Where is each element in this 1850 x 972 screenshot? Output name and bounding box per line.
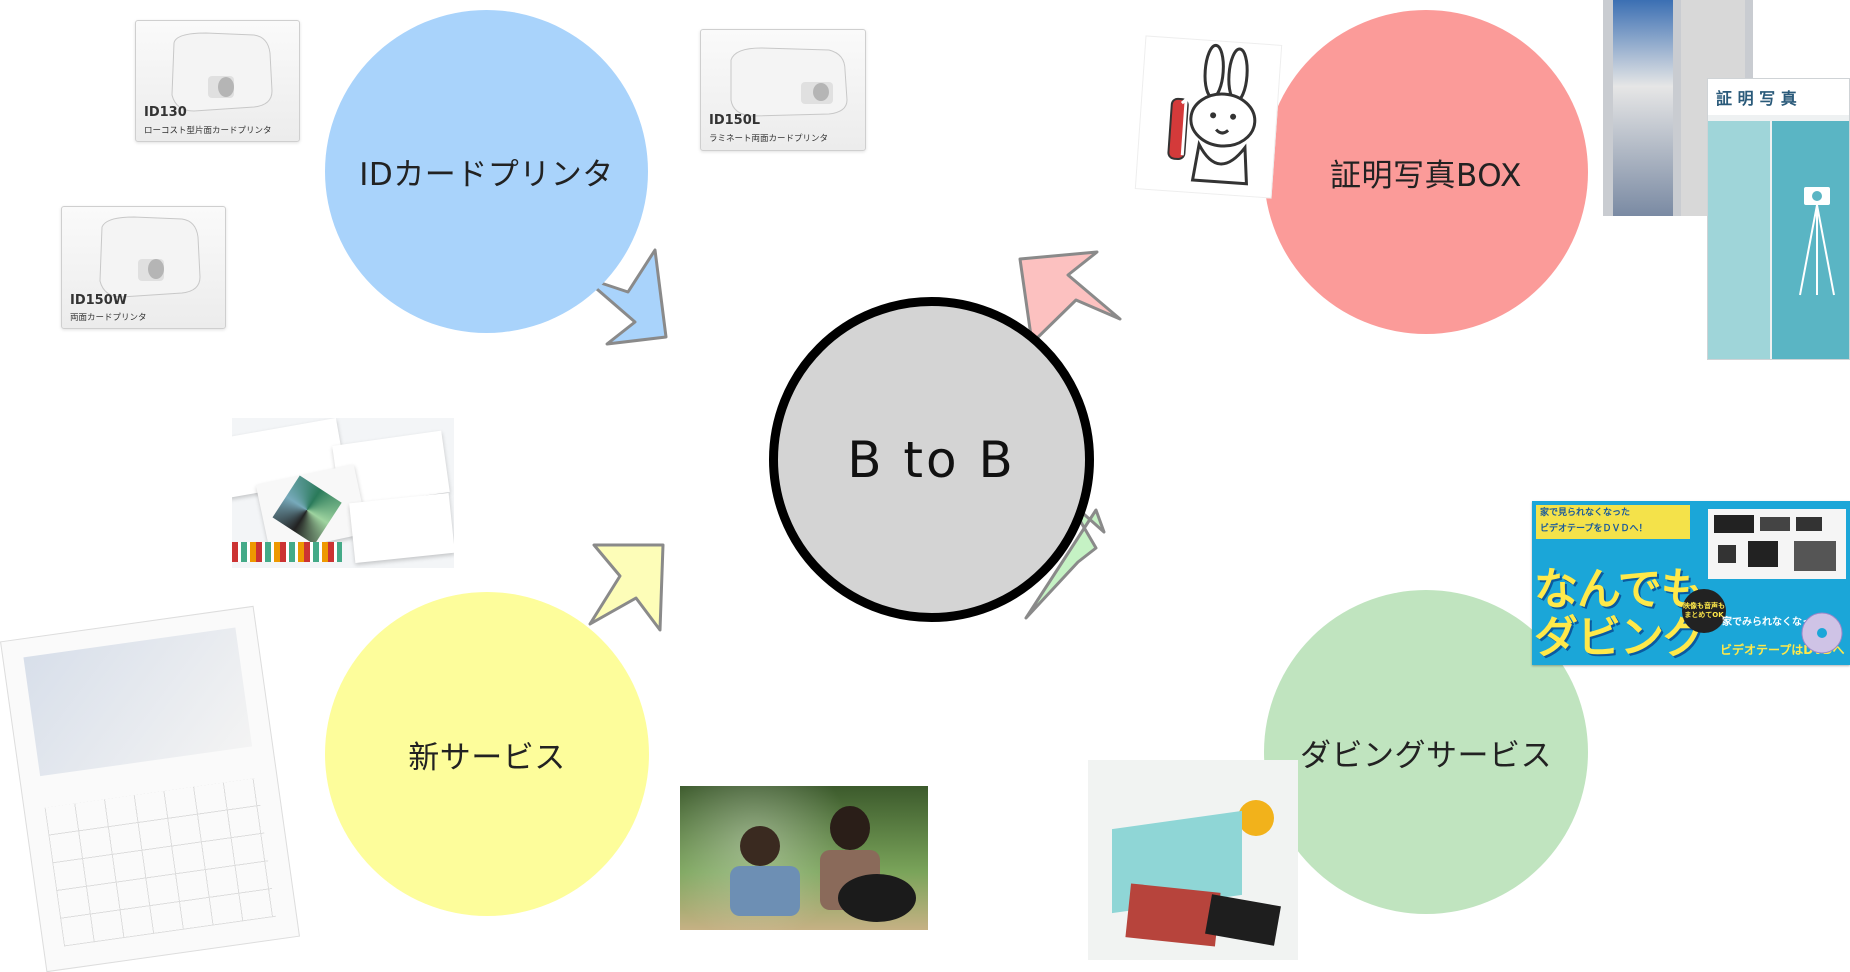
printer-thumbnail-id150l: ID150L ラミネート両面カードプリンタ [700, 29, 866, 151]
dubbing-banner-top: 家で見られなくなった ビデオテープをＤＶＤへ！ [1536, 505, 1690, 539]
dubbing-banner: 家で見られなくなった ビデオテープをＤＶＤへ！ なんでも ダビング 映像も音声も… [1532, 501, 1850, 665]
disc-icon [1801, 612, 1843, 654]
photo-booth-image-front: 証 明 写 真 [1707, 78, 1850, 360]
node-photo-box: 証明写真BOX [1264, 10, 1588, 334]
printer-model: ID130 [144, 105, 187, 120]
printer-image [730, 47, 848, 117]
banner-top-line1: 家で見られなくなった [1540, 508, 1631, 518]
banner-main-line1: なんでも [1534, 564, 1705, 615]
printer-image [171, 32, 273, 112]
business-cards-image [232, 418, 454, 568]
printer-image [99, 216, 201, 298]
arrow-dubbing [1024, 498, 1106, 620]
family-photo-image [680, 786, 928, 930]
node-label: IDカードプリンタ [359, 157, 614, 193]
arrow-photo-box [1018, 250, 1122, 345]
mascot-rabbit-image [1134, 35, 1283, 199]
printer-desc: 両面カードプリンタ [70, 313, 147, 323]
rabbit-icon [1167, 43, 1257, 186]
dubbing-box-image [1088, 760, 1298, 960]
node-label: 証明写真BOX [1330, 157, 1522, 194]
node-id-card-printer: IDカードプリンタ [325, 10, 648, 333]
calendar-image [0, 605, 300, 972]
banner-sub-line1: 家でみられなくなった [1722, 617, 1822, 628]
printer-model: ID150L [709, 113, 761, 128]
arrow-id-printer [581, 248, 668, 346]
center-circle: B to B [769, 297, 1094, 622]
printer-desc: ローコスト型片面カードプリンタ [144, 126, 272, 136]
printer-thumbnail-id130: ID130 ローコスト型片面カードプリンタ [135, 20, 300, 142]
printer-model: ID150W [70, 293, 128, 308]
banner-main-line2: ダビング [1534, 612, 1707, 663]
banner-top-line2: ビデオテープをＤＶＤへ！ [1540, 524, 1648, 534]
node-label: 新サービス [408, 739, 566, 776]
arrow-new-service [588, 543, 665, 632]
center-label: B to B [847, 430, 1016, 489]
banner-badge: 映像も音声もまとめてOK [1682, 589, 1726, 633]
node-new-service: 新サービス [325, 592, 649, 916]
node-label: ダビングサービス [1300, 737, 1552, 774]
node-dubbing-service: ダビングサービス [1264, 590, 1588, 914]
printer-desc: ラミネート両面カードプリンタ [709, 134, 829, 144]
photo-booth-sign: 証 明 写 真 [1716, 89, 1797, 108]
camera-tripod-icon [1799, 187, 1835, 296]
printer-thumbnail-id150w: ID150W 両面カードプリンタ [61, 206, 226, 329]
